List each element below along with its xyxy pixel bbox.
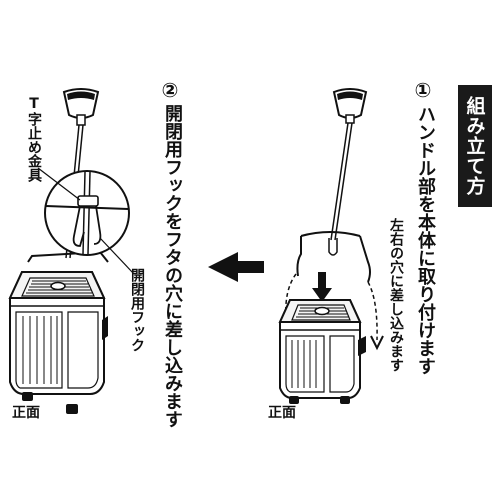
title-text: 組み立て方 [463, 96, 486, 196]
step1-illustration [278, 88, 384, 404]
step2-heading: 開閉用フックをフタの穴に差し込みます [162, 104, 183, 428]
step1-number: ① [411, 78, 435, 102]
step2-label-tstop: T字止め金具 [26, 96, 42, 182]
step2-number: ② [158, 78, 182, 102]
step2-zoom-circle [44, 170, 130, 256]
title-box: 組み立て方 [458, 85, 492, 207]
step2-label-hook: 開閉用フック [129, 268, 145, 352]
step1-sub: 左右の穴に差し込みます [388, 218, 404, 372]
step2-front-label: 正面 [12, 405, 40, 421]
big-left-arrow-icon [208, 252, 264, 282]
step1-heading: ハンドル部を本体に取り付けます [415, 105, 436, 375]
step1-down-arrow-icon [312, 272, 332, 302]
step1-front-label: 正面 [268, 405, 296, 421]
step2-illustration [8, 88, 135, 414]
